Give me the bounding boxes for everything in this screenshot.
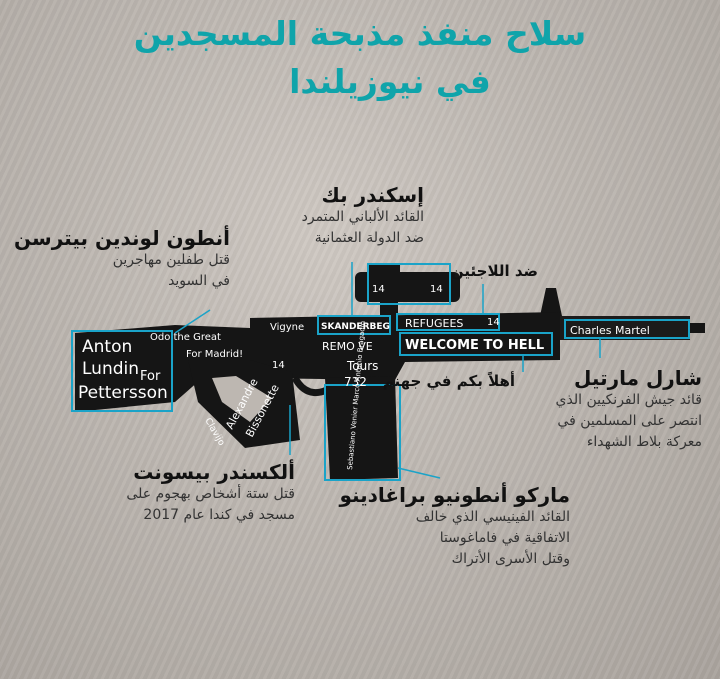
skanderbeg-desc: القائد الألباني المتمرد ضد الدولة العثما… (301, 209, 424, 246)
text-skanderbeg: SKANDERBEG (321, 322, 390, 332)
bissonette-name: ألكسندر بيسونت (133, 460, 295, 484)
box-skanderbeg (317, 315, 391, 335)
box-martel (564, 319, 690, 339)
scope-turret (368, 264, 400, 276)
title-line-2: في نيوزيلندا (289, 62, 491, 101)
annotation-skanderbeg: إسكندر بك القائد الألباني المتمرد ضد الد… (234, 183, 424, 249)
refugees-name: ضد اللاجئين (450, 262, 538, 280)
box-anton (71, 330, 173, 412)
annotation-bragadin: ماركو أنطونيو براغادينو القائد الفينيسي … (339, 483, 570, 570)
bragadin-desc: القائد الفينيسي الذي خالف الاتفاقية في ف… (415, 509, 570, 567)
bragadin-name: ماركو أنطونيو براغادينو (339, 483, 570, 507)
text-scope-14b: 14 (430, 284, 443, 295)
text-martel: Charles Martel (570, 324, 650, 337)
text-remove: REMO VE (322, 340, 373, 353)
connector-bragadin (397, 467, 441, 479)
text-refugees: REFUGEES (405, 317, 463, 330)
box-welcome (399, 332, 553, 356)
annotation-bissonette: ألكسندر بيسونت قتل ستة أشخاص بهجوم على م… (75, 460, 295, 526)
text-for: For (140, 369, 161, 384)
rifle-scope (355, 272, 460, 302)
martel-name: شارل مارتيل (574, 366, 702, 390)
text-732: 732 (344, 375, 367, 389)
annotation-anton: أنطون لوندين بيترسن قتل طفلين مهاجرين في… (14, 226, 230, 292)
text-vigyne: Vigyne (270, 322, 304, 333)
rifle-stock (75, 325, 250, 412)
annotation-refugees: ضد اللاجئين (418, 262, 538, 280)
bissonette-desc: قتل ستة أشخاص بهجوم على مسجد في كندا عام… (126, 486, 295, 523)
text-madrid: For Madrid! (186, 349, 243, 360)
anton-desc: قتل طفلين مهاجرين في السويد (112, 252, 230, 289)
text-welcome: WELCOME TO HELL (405, 338, 544, 353)
rifle-magazine (325, 376, 398, 480)
text-tours: Tours (346, 359, 378, 373)
text-scope-14a: 14 (372, 284, 385, 295)
text-pettersson: Pettersson (78, 383, 168, 403)
front-sight (540, 288, 562, 316)
text-14a: 14 (487, 317, 500, 328)
text-anton: Anton (82, 337, 132, 357)
text-14b: 14 (272, 360, 285, 371)
anton-name: أنطون لوندين بيترسن (14, 226, 230, 250)
welcome-name: أهلاً بكم في جهنم (382, 372, 515, 390)
title-line-1: سلاح منفذ مذبحة المسجدين (133, 14, 587, 53)
box-bragadin (324, 384, 401, 481)
text-odo: Odo the Great (150, 332, 221, 343)
box-scope (367, 263, 451, 305)
annotation-welcome: أهلاً بكم في جهنم (375, 372, 515, 390)
grip-cutout (212, 376, 272, 422)
skanderbeg-name: إسكندر بك (321, 183, 424, 207)
annotation-martel: شارل مارتيل قائد جيش الفرنكيين الذي انتص… (492, 366, 702, 453)
connector-anton (174, 309, 211, 334)
box-refugees (396, 313, 500, 331)
martel-desc: قائد جيش الفرنكيين الذي انتصر على المسلم… (555, 392, 702, 450)
text-lundin: Lundin (82, 359, 139, 379)
